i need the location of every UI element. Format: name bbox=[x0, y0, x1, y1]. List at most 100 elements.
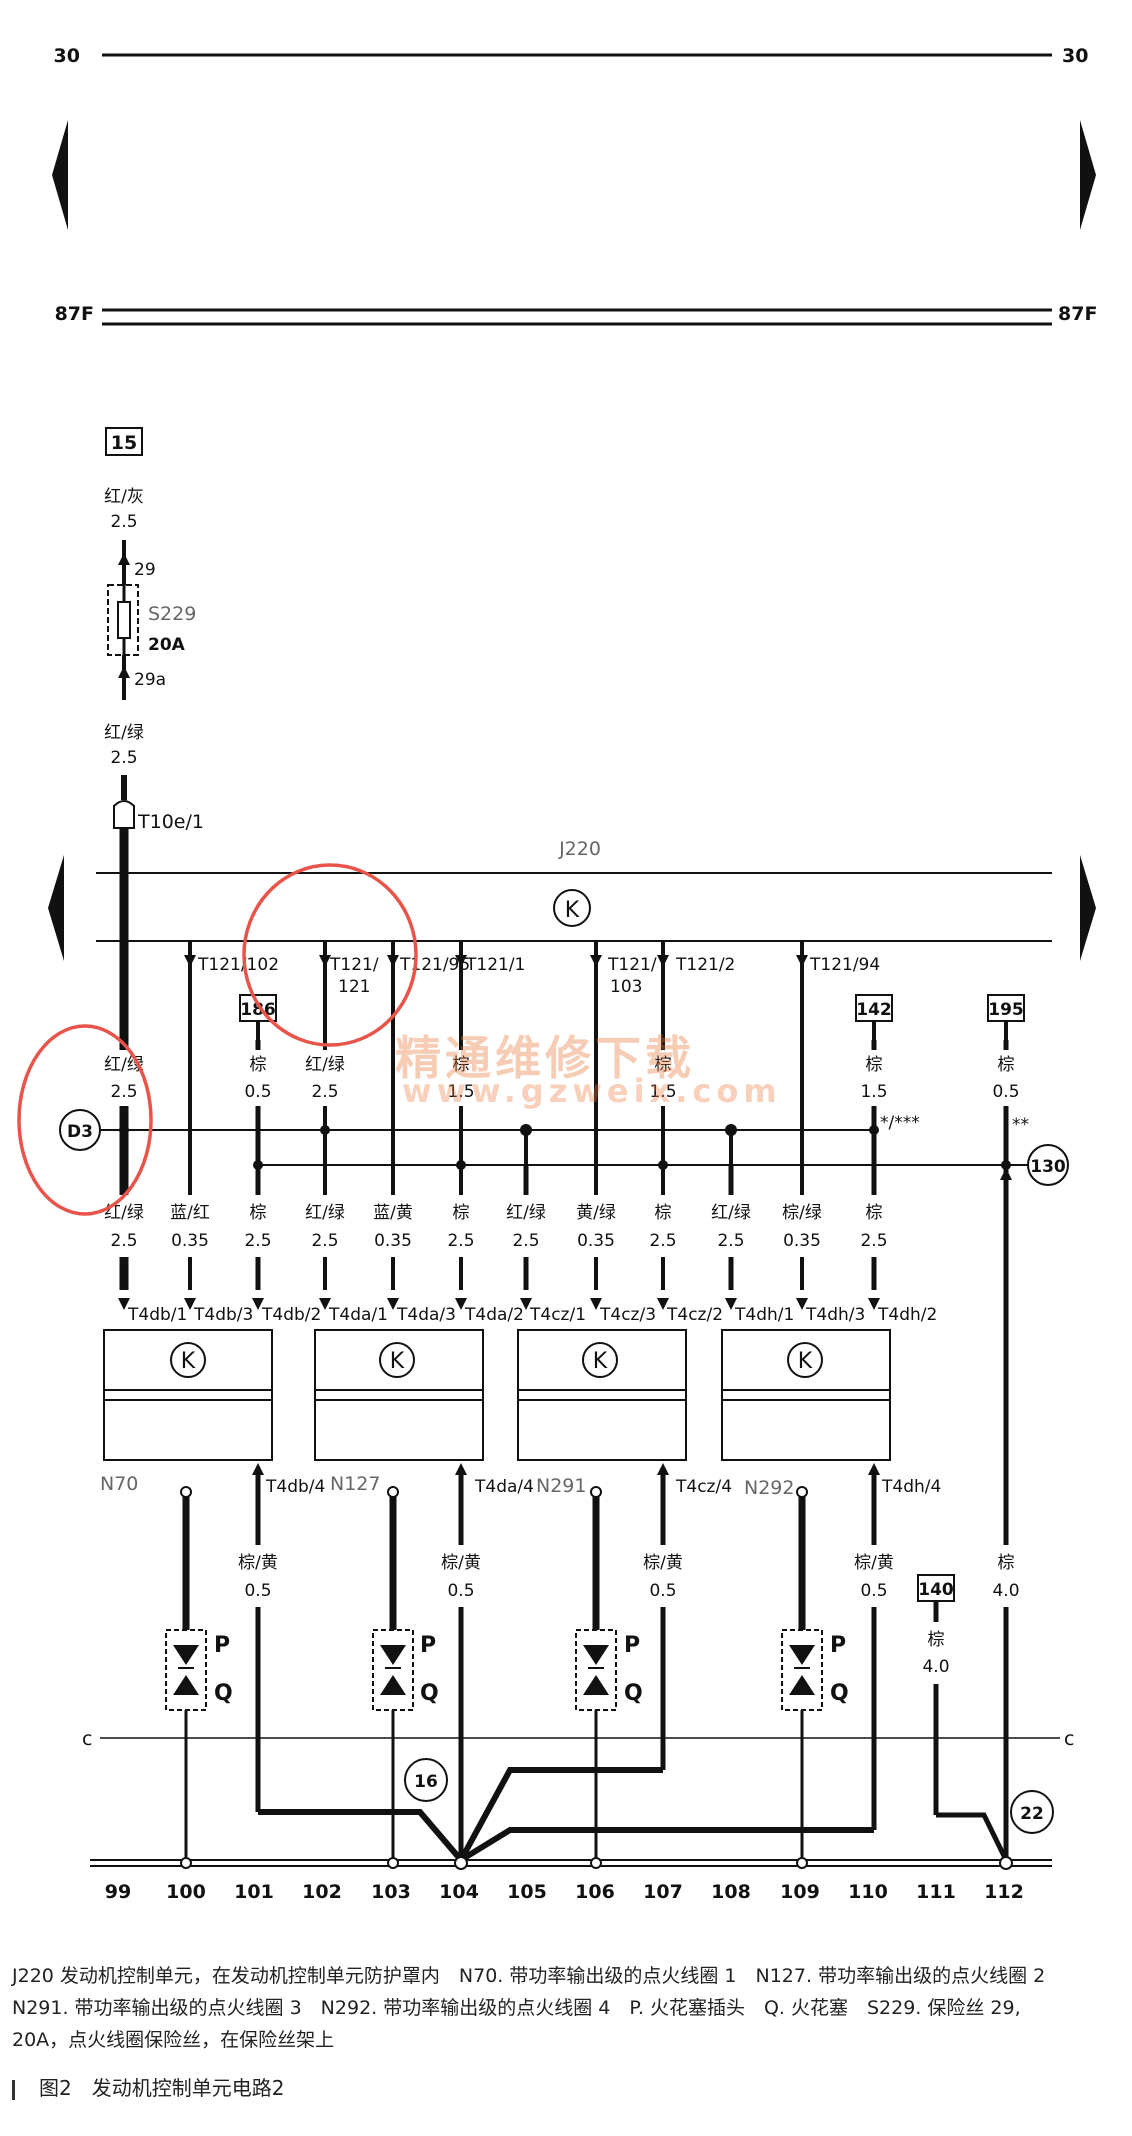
coil-n70-k-label: K bbox=[181, 1349, 196, 1374]
ground-wire-color-n292: 棕/黄 bbox=[854, 1553, 894, 1573]
spark-plug-1-q: Q bbox=[214, 1681, 233, 1706]
coil-pin-3: T4da/1 bbox=[328, 1305, 388, 1325]
ref-140-feed: 140 棕 4.0 bbox=[917, 1574, 1009, 1862]
ref-box-195: 195 bbox=[988, 1000, 1024, 1020]
caption-line-1: J220 发动机控制单元，在发动机控制单元防护罩内 N70. 带功率输出级的点火… bbox=[12, 1965, 1046, 1987]
column-112: 112 bbox=[984, 1881, 1024, 1903]
spark-plug-2: P Q bbox=[372, 1629, 439, 1711]
lower-wire-size-1: 0.35 bbox=[171, 1231, 209, 1251]
column-numbers: 99 100 101 102 103 104 105 106 107 108 1… bbox=[105, 1881, 1024, 1903]
ground-wire-size-n291: 0.5 bbox=[649, 1581, 676, 1601]
ecu-pin-t121-121-b: 121 bbox=[338, 977, 370, 997]
coil-n292-k-label: K bbox=[798, 1349, 813, 1374]
coil-blocks: K K K K bbox=[103, 1329, 891, 1461]
coil-ground-pin-n292: T4dh/4 bbox=[881, 1477, 941, 1497]
rail-30: 30 30 bbox=[54, 45, 1089, 67]
star-note-2: ** bbox=[1012, 1115, 1029, 1135]
highlight-circle-t121 bbox=[242, 863, 418, 1047]
ground-wire-color-n127: 棕/黄 bbox=[441, 1553, 481, 1573]
coil-pin-2: T4db/2 bbox=[261, 1305, 321, 1325]
upper-wire-size-6: 0.5 bbox=[992, 1082, 1019, 1102]
ecu-pin-t121-103-b: 103 bbox=[610, 977, 642, 997]
spark-plug-2-p: P bbox=[420, 1633, 436, 1658]
upper-wire-color-1: 棕 bbox=[250, 1055, 267, 1075]
upper-wire-color-5: 棕 bbox=[866, 1055, 883, 1075]
column-111: 111 bbox=[916, 1881, 956, 1903]
splice-d3-label: D3 bbox=[67, 1122, 93, 1142]
ground-wire-size-n127: 0.5 bbox=[447, 1581, 474, 1601]
coil-n291-k-label: K bbox=[593, 1349, 608, 1374]
upper-wire-size-5: 1.5 bbox=[860, 1082, 887, 1102]
coil-n127-k-icon bbox=[379, 1342, 415, 1378]
continuation-arrow-left-2 bbox=[48, 855, 64, 961]
coil-pin-1: T4db/3 bbox=[193, 1305, 253, 1325]
circle-ref-22 bbox=[1010, 1790, 1054, 1834]
spark-plug-1-p: P bbox=[214, 1633, 230, 1658]
coil-n70-k-icon bbox=[170, 1342, 206, 1378]
upper-wire-size-0: 2.5 bbox=[110, 1082, 137, 1102]
lower-wire-labels: 红/绿 2.5 蓝/红 0.35 棕 2.5 红/绿 2.5 蓝/黄 0.35 … bbox=[100, 1195, 892, 1257]
ecu-pin-t121-103-a: T121/ bbox=[607, 955, 657, 975]
column-107: 107 bbox=[643, 1881, 683, 1903]
coil-n292-k-icon bbox=[787, 1342, 823, 1378]
connector-t10e-icon bbox=[113, 800, 135, 829]
lower-wire-size-2: 2.5 bbox=[244, 1231, 271, 1251]
coil-pin-4: T4da/3 bbox=[396, 1305, 456, 1325]
coil-n70: K bbox=[103, 1329, 273, 1461]
ecu-pin-t121-1: T121/1 bbox=[465, 955, 525, 975]
watermark-cn: 精通维修下载 bbox=[395, 1031, 695, 1085]
coil-n292: K bbox=[721, 1329, 891, 1461]
lower-wire-size-4: 0.35 bbox=[374, 1231, 412, 1251]
lower-wire-size-11: 2.5 bbox=[860, 1231, 887, 1251]
circle-ref-130-label: 130 bbox=[1030, 1157, 1066, 1177]
highlight-circle-d3 bbox=[17, 1024, 153, 1216]
lower-wire-size-5: 2.5 bbox=[447, 1231, 474, 1251]
spark-plug-4-q: Q bbox=[830, 1681, 849, 1706]
coil-pin-7: T4cz/3 bbox=[599, 1305, 656, 1325]
wire-111-size: 4.0 bbox=[922, 1657, 949, 1677]
rail-87f-label-left: 87F bbox=[55, 303, 94, 325]
lower-wire-color-4: 蓝/黄 bbox=[373, 1203, 413, 1223]
lower-wire-color-0: 红/绿 bbox=[104, 1203, 144, 1223]
lower-wire-size-9: 2.5 bbox=[717, 1231, 744, 1251]
lower-wire-color-2: 棕 bbox=[250, 1203, 267, 1223]
wire-111-color: 棕 bbox=[928, 1630, 945, 1650]
ref-box-142: 142 bbox=[856, 1000, 892, 1020]
column-103: 103 bbox=[371, 1881, 411, 1903]
ecu-pin-t121-102: T121/102 bbox=[197, 955, 279, 975]
circle-ref-22-label: 22 bbox=[1020, 1804, 1044, 1824]
upper-wire-size-2: 2.5 bbox=[311, 1082, 338, 1102]
ecu-pin-t121-94: T121/94 bbox=[809, 955, 880, 975]
figure-caption: J220 发动机控制单元，在发动机控制单元防护罩内 N70. 带功率输出级的点火… bbox=[12, 1960, 1122, 2056]
column-100: 100 bbox=[166, 1881, 206, 1903]
rail-c-label-left: c bbox=[82, 1728, 92, 1750]
star-note-1: */*** bbox=[880, 1113, 920, 1133]
bottom-ground-rail bbox=[90, 1856, 1052, 1870]
figure-title: 图2 发动机控制单元电路2 bbox=[39, 2076, 285, 2100]
coil-n291: K bbox=[517, 1329, 687, 1461]
feed-wire1-size: 2.5 bbox=[110, 512, 137, 532]
coil-id-n291: N291 bbox=[536, 1475, 586, 1497]
terminal-15-label: 15 bbox=[111, 432, 137, 454]
coil-n127: K bbox=[314, 1329, 484, 1461]
lower-wire-size-0: 2.5 bbox=[110, 1231, 137, 1251]
spark-plug-2-q: Q bbox=[420, 1681, 439, 1706]
lower-wire-color-7: 黄/绿 bbox=[576, 1203, 616, 1223]
coil-entry-arrows bbox=[118, 1298, 880, 1310]
ground-wire-color-n70: 棕/黄 bbox=[238, 1553, 278, 1573]
column-109: 109 bbox=[780, 1881, 820, 1903]
lower-wire-color-6: 红/绿 bbox=[506, 1203, 546, 1223]
rail-c: c c bbox=[82, 1728, 1074, 1750]
coil-ground-wires bbox=[252, 1463, 880, 1860]
fuse-pin-out: 29a bbox=[134, 670, 166, 690]
spark-plug-4: P Q bbox=[781, 1629, 849, 1711]
spark-leads bbox=[180, 1486, 808, 1630]
lower-wire-size-7: 0.35 bbox=[577, 1231, 615, 1251]
upper-wire-color-3: 棕 bbox=[453, 1055, 470, 1075]
lower-wire-color-3: 红/绿 bbox=[305, 1203, 345, 1223]
coil-ground-pin-n70: T4db/4 bbox=[265, 1477, 325, 1497]
circle-ref-130 bbox=[1027, 1144, 1069, 1186]
column-108: 108 bbox=[711, 1881, 751, 1903]
spark-plug-3-p: P bbox=[624, 1633, 640, 1658]
rail-87f: 87F 87F bbox=[55, 303, 1097, 326]
